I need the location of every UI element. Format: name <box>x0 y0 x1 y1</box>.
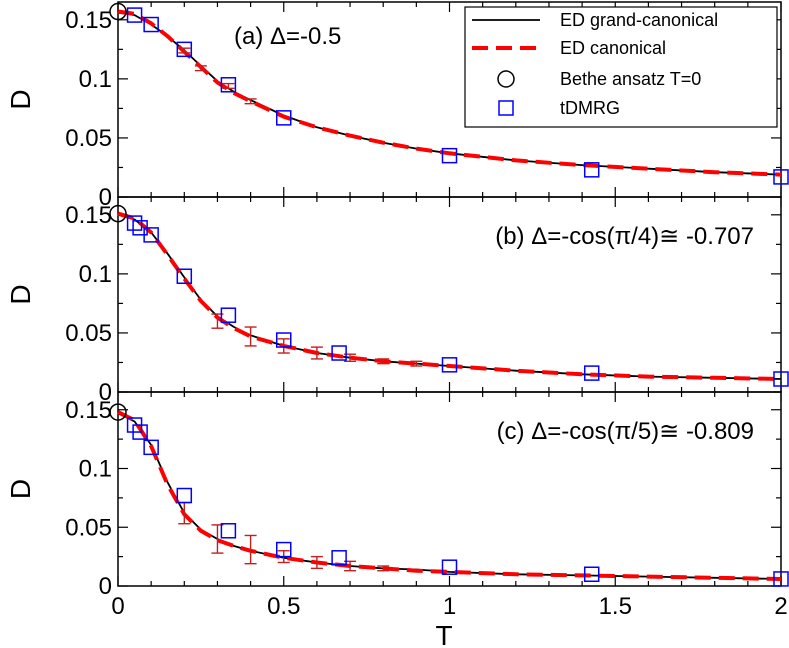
error-bar <box>310 555 323 570</box>
bethe-ansatz-point <box>109 204 127 223</box>
tdmrg-point <box>276 110 292 126</box>
tdmrg-point <box>773 169 789 185</box>
error-bar <box>222 82 235 90</box>
y-tick-label: 0.15 <box>65 202 112 229</box>
panel-a: 0 0.05 0.1 0.15D (a) Δ=-0.5 <box>5 1 789 211</box>
tdmrg-point <box>176 268 193 284</box>
y-tick-label: 0.15 <box>65 7 112 34</box>
error-bar <box>194 65 207 72</box>
tdmrg-point <box>773 571 789 587</box>
tdmrg-point <box>176 487 193 504</box>
panel-c: 0 0.05 0.1 0.15D (c) Δ=-cos(π/5)≅ -0.809 <box>5 391 789 600</box>
error-bar <box>277 338 290 354</box>
x-tick-label: 2 <box>774 593 787 620</box>
y-tick-label: 0 <box>99 379 112 406</box>
y-tick-label: 0.05 <box>65 320 112 347</box>
y-axis-title: D <box>5 284 36 304</box>
bethe-ansatz-point <box>109 403 127 421</box>
series-ed-canonical <box>117 410 782 581</box>
legend-frame <box>464 6 778 128</box>
tdmrg-point <box>132 424 148 440</box>
tdmrg-point <box>441 147 458 164</box>
tdmrg-point <box>441 559 458 575</box>
tdmrg-point <box>176 41 193 58</box>
error-bar <box>244 326 257 347</box>
y-axis-title: D <box>5 479 36 499</box>
panel-b: 0 0.05 0.1 0.15D (b) Δ=-cos(π/4)≅ -0.707 <box>5 196 789 406</box>
series-ed-canonical <box>117 9 782 177</box>
tdmrg-point <box>583 566 600 582</box>
legend-swatch <box>497 70 515 88</box>
legend-label: ED grand-canonical <box>560 10 718 30</box>
y-tick-label: 0 <box>99 573 112 600</box>
y-tick-label: 0.1 <box>79 456 112 483</box>
y-axis-title: D <box>5 89 36 109</box>
x-tick-label: 0 <box>111 593 124 620</box>
tdmrg-point <box>143 16 159 33</box>
legend-label: tDMRG <box>560 98 620 118</box>
tdmrg-point <box>331 345 347 361</box>
legend-label: Bethe ansatz T=0 <box>560 69 701 89</box>
tdmrg-point <box>220 307 237 323</box>
bethe-ansatz-point <box>109 2 127 21</box>
tdmrg-point <box>126 7 143 23</box>
tdmrg-point <box>143 439 159 456</box>
x-tick-label: 0.5 <box>267 593 300 620</box>
panel-annotation: (c) Δ=-cos(π/5)≅ -0.809 <box>497 418 754 445</box>
error-bar <box>244 534 257 565</box>
y-tick-label: 0.1 <box>79 66 112 93</box>
error-bar <box>310 346 323 360</box>
y-tick-label: 0.1 <box>79 261 112 288</box>
y-tick-label: 0.15 <box>65 397 112 424</box>
error-bar <box>377 565 390 572</box>
series-ed-canonical <box>117 211 782 381</box>
legend-label: ED canonical <box>560 38 666 58</box>
tdmrg-point <box>143 227 159 243</box>
x-axis-title: T <box>435 620 452 648</box>
x-tick-label: 1.5 <box>599 593 632 620</box>
y-tick-label: 0.05 <box>65 125 112 152</box>
tdmrg-point <box>331 550 347 566</box>
tdmrg-point <box>276 541 292 558</box>
tdmrg-point <box>583 365 600 381</box>
error-bar <box>377 358 390 365</box>
y-tick-label: 0.05 <box>65 514 112 541</box>
panel-annotation: (b) Δ=-cos(π/4)≅ -0.707 <box>495 223 754 250</box>
tdmrg-point <box>220 523 237 539</box>
tdmrg-point <box>126 215 143 231</box>
tdmrg-point <box>583 162 600 178</box>
error-bar <box>178 47 191 54</box>
panel-annotation: (a) Δ=-0.5 <box>234 23 341 50</box>
tdmrg-point <box>441 357 458 373</box>
legend-swatch <box>498 100 514 116</box>
tdmrg-point <box>773 371 789 387</box>
y-tick-label: 0 <box>99 184 112 211</box>
tdmrg-point <box>276 332 292 348</box>
error-bar <box>410 360 423 367</box>
tdmrg-point <box>220 77 237 93</box>
error-bar <box>244 98 257 105</box>
x-tick-label: 1 <box>443 593 456 620</box>
